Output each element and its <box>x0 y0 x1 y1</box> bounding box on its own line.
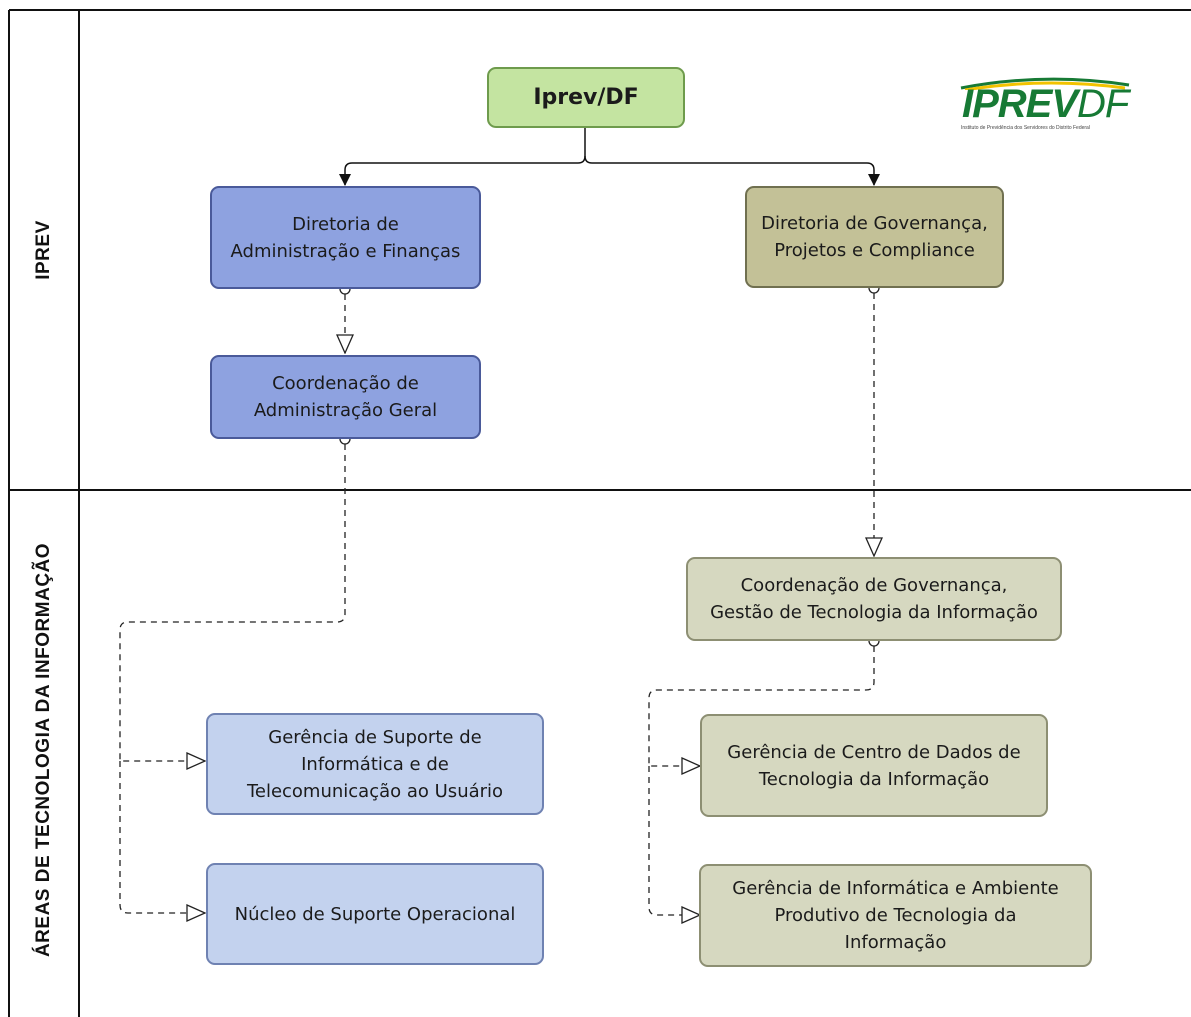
connector-root-daf <box>339 128 586 186</box>
connector-root-dgpc <box>584 155 880 186</box>
lane-label-ti: ÁREAS DE TECNOLOGIA DA INFORMAÇÃO <box>33 542 54 958</box>
connector-cgti-giapti <box>648 766 700 915</box>
node-coordenacao-governanca-ti[interactable]: Coordenação de Governança, Gestão de Tec… <box>686 557 1062 641</box>
connector-cag-nso <box>119 761 205 913</box>
node-diretoria-administracao-financas[interactable]: Diretoria de Administração e Finanças <box>210 186 481 289</box>
swimlane-frame <box>8 9 1191 1017</box>
connector-cgti-gcdti <box>648 646 875 766</box>
logo-swoosh-icon <box>960 77 1130 90</box>
node-diretoria-governanca[interactable]: Diretoria de Governança, Projetos e Comp… <box>745 186 1004 288</box>
logo-wordmark: IPREVDF <box>962 82 1129 126</box>
node-gerencia-informatica-ambiente[interactable]: Gerência de Informática e Ambiente Produ… <box>699 864 1092 967</box>
iprev-df-logo: IPREVDF Instituto de Previdência dos Ser… <box>955 76 1133 138</box>
node-iprev-df[interactable]: Iprev/DF <box>487 67 685 128</box>
node-gerencia-suporte-informatica[interactable]: Gerência de Suporte de Informática e de … <box>206 713 544 815</box>
node-gerencia-centro-dados[interactable]: Gerência de Centro de Dados de Tecnologi… <box>700 714 1048 817</box>
node-nucleo-suporte-operacional[interactable]: Núcleo de Suporte Operacional <box>206 863 544 965</box>
logo-subtitle: Instituto de Previdência dos Servidores … <box>961 125 1090 131</box>
lane-label-iprev: IPREV <box>33 220 54 280</box>
node-coordenacao-administracao-geral[interactable]: Coordenação de Administração Geral <box>210 355 481 439</box>
